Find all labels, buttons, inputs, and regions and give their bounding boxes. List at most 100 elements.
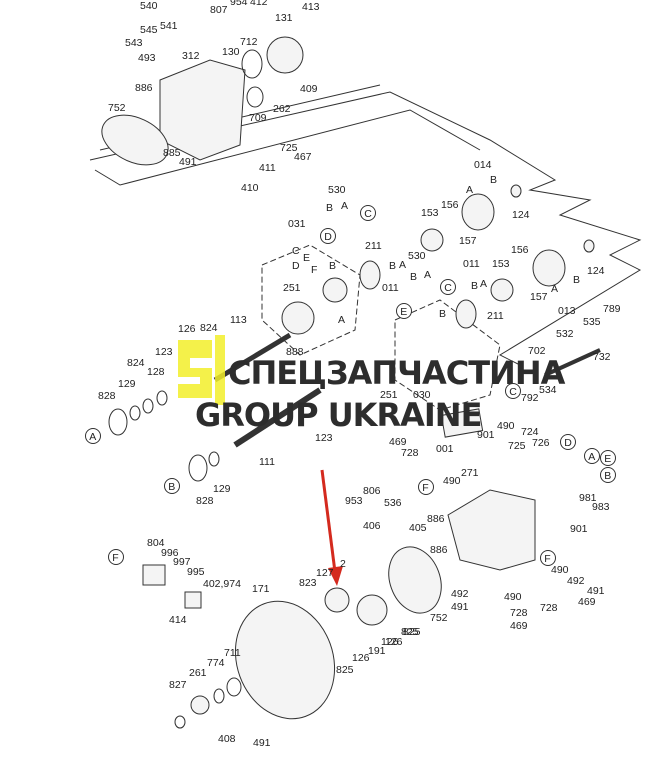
part-number-label: 123: [315, 432, 333, 444]
part-number-label: 126: [352, 652, 370, 664]
callout-circle: C: [360, 205, 376, 221]
callout-circle: F: [418, 479, 434, 495]
part-number-label: A: [466, 184, 473, 196]
part-number-label: 828: [98, 390, 116, 402]
part-number-label: 2: [340, 558, 346, 570]
callout-circle: C: [440, 279, 456, 295]
part-number-label: 886: [430, 544, 448, 556]
callout-circle: A: [584, 448, 600, 464]
part-828-ring: [188, 454, 208, 482]
part-number-label: 408: [218, 733, 236, 745]
part-number-label: 828: [196, 495, 214, 507]
part-number-label: 126: [381, 636, 399, 648]
part-number-label: 153: [492, 258, 510, 270]
part-number-label: 532: [556, 328, 574, 340]
part-number-label: 824: [200, 322, 218, 334]
callout-letter: C: [509, 386, 517, 398]
part-number-label: 124: [587, 265, 605, 277]
part-752-gasket: [388, 546, 442, 614]
highlight-arrow-head: [328, 566, 343, 586]
part-number-label: 113: [230, 314, 247, 326]
callout-circle: E: [600, 450, 616, 466]
part-824-ring: [142, 398, 154, 414]
part-129-ring: [208, 451, 220, 467]
part-number-label: 153: [421, 207, 439, 219]
part-number-label: B: [490, 174, 497, 186]
callout-ring: [440, 279, 456, 295]
callout-circle: D: [560, 434, 576, 450]
part-number-label: 410: [241, 182, 259, 194]
part-number-label: 541: [160, 20, 178, 32]
part-number-label: 030: [413, 389, 431, 401]
part-number-label: 414: [169, 614, 187, 626]
part-number-label: 886: [427, 513, 445, 525]
part-number-label: B: [439, 308, 446, 320]
part-number-label: B: [471, 280, 478, 292]
part-number-label: 953: [345, 495, 363, 507]
part-number-label: A: [480, 278, 487, 290]
part-271-casing: [447, 489, 536, 571]
part-number-label: 995: [187, 566, 205, 578]
part-number-label: F: [311, 264, 317, 276]
part-number-label: 001: [436, 443, 454, 455]
part-number-label: 807: [210, 4, 228, 16]
part-number-label: 824: [127, 357, 145, 369]
part-number-label: 406: [363, 520, 381, 532]
callout-letter: D: [564, 437, 572, 449]
part-number-label: 493: [138, 52, 156, 64]
callout-ring: [164, 478, 180, 494]
part-number-label: 013: [558, 305, 576, 317]
callout-letter: F: [112, 552, 118, 564]
part-number-label: 752: [108, 102, 126, 114]
part-124-bearing: [510, 184, 522, 198]
part-number-label: 997: [173, 556, 191, 568]
part-number-label: 251: [283, 282, 301, 294]
part-number-label: 728: [401, 447, 419, 459]
part-number-label: 725: [280, 142, 298, 154]
part-number-label: 825: [401, 626, 419, 638]
callout-circle: D: [320, 228, 336, 244]
callout-ring: [560, 434, 576, 450]
part-number-label: 131: [275, 12, 293, 24]
part-number-label: 157: [459, 235, 477, 247]
part-number-label: A: [551, 283, 558, 295]
part-251-support: [281, 301, 315, 335]
part-number-label: 011: [382, 282, 399, 294]
callout-ring: [108, 549, 124, 565]
part-752-gasket: [101, 114, 169, 166]
part-number-label: 469: [510, 620, 528, 632]
callout-ring: [584, 448, 600, 464]
part-number-label: 725: [508, 440, 526, 452]
part-number-label: 711: [224, 647, 241, 659]
part-number-label: 981: [579, 492, 597, 504]
part-number-label: A: [399, 259, 406, 271]
part-number-label: 996: [161, 547, 179, 559]
part-number-label: 789: [603, 303, 621, 315]
part-129-ring: [129, 405, 141, 421]
callout-ring: [505, 383, 521, 399]
watermark-logo: [178, 335, 225, 405]
frame-outline: [89, 91, 642, 366]
part-711-oring: [226, 677, 242, 697]
part-827-ring: [174, 715, 186, 729]
part-number-label: 792: [521, 392, 539, 404]
part-number-label: 211: [365, 240, 382, 252]
callout-circle: F: [540, 550, 556, 566]
callout-ring: [320, 228, 336, 244]
part-774-ring: [213, 688, 225, 704]
part-number-label: 405: [409, 522, 427, 534]
part-number-label: B: [573, 274, 580, 286]
part-number-label: 827: [169, 679, 187, 691]
part-number-label: 712: [240, 36, 258, 48]
part-number-label: 728: [510, 607, 528, 619]
callout-letter: A: [89, 431, 96, 443]
callout-circle: A: [85, 428, 101, 444]
part-number-label: 031: [288, 218, 306, 230]
part-number-label: A: [341, 200, 348, 212]
part-gear-2: [324, 587, 350, 613]
watermark-line2: GROUP UKRAINE: [195, 396, 481, 434]
part-number-label: 491: [253, 737, 271, 749]
part-number-label: 312: [182, 50, 200, 62]
part-111-shaft: [233, 387, 322, 448]
